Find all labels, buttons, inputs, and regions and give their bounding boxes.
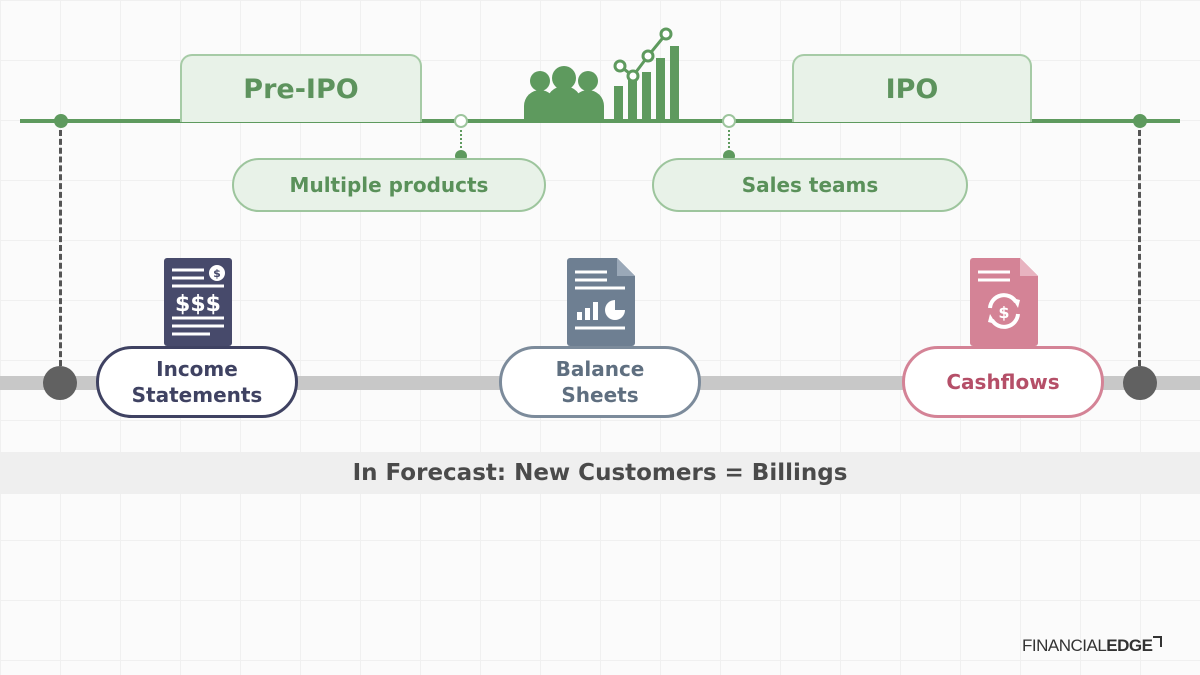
top-right-node	[1133, 114, 1147, 128]
logo-text-financial: FINANCIAL	[1022, 636, 1107, 655]
pre-ipo-tab: Pre-IPO	[180, 54, 422, 122]
sales-teams-pill: Sales teams	[652, 158, 968, 212]
svg-text:$$$: $$$	[175, 292, 221, 317]
balance-sheets-pill: Balance Sheets	[499, 346, 701, 418]
ipo-tab: IPO	[792, 54, 1032, 122]
top-left-node	[54, 114, 68, 128]
cashflow-icon: $	[970, 258, 1038, 346]
svg-text:$: $	[213, 267, 221, 280]
left-dashed-connector	[59, 130, 62, 366]
sales-teams-label: Sales teams	[741, 173, 879, 197]
forecast-banner: In Forecast: New Customers = Billings	[0, 452, 1200, 494]
sales-teams-node	[722, 114, 736, 128]
forecast-banner-text: In Forecast: New Customers = Billings	[352, 460, 848, 486]
logo-text-edge: EDGE	[1106, 636, 1153, 655]
ipo-label: IPO	[885, 73, 939, 105]
income-statements-label: Income Statements	[131, 357, 263, 407]
bottom-left-node	[43, 366, 77, 400]
team-growth-icon	[524, 27, 679, 120]
multiple-products-node	[454, 114, 468, 128]
balance-sheet-icon	[567, 258, 635, 346]
right-dashed-connector	[1138, 130, 1141, 366]
multiple-products-connector	[460, 130, 462, 148]
multiple-products-label: Multiple products	[289, 173, 489, 197]
cashflows-pill: Cashflows	[902, 346, 1104, 418]
svg-text:$: $	[998, 303, 1009, 322]
logo-mark-icon	[1153, 636, 1163, 647]
income-statements-pill: Income Statements	[96, 346, 298, 418]
income-statement-icon: $ $$$	[164, 258, 232, 346]
cashflows-label: Cashflows	[946, 370, 1060, 394]
bottom-right-node	[1123, 366, 1157, 400]
pre-ipo-label: Pre-IPO	[243, 73, 359, 105]
balance-sheets-label: Balance Sheets	[555, 357, 645, 407]
multiple-products-pill: Multiple products	[232, 158, 546, 212]
financial-edge-logo: FINANCIALEDGE	[1022, 636, 1163, 656]
top-timeline-line	[20, 119, 1180, 123]
sales-teams-connector	[728, 130, 730, 148]
